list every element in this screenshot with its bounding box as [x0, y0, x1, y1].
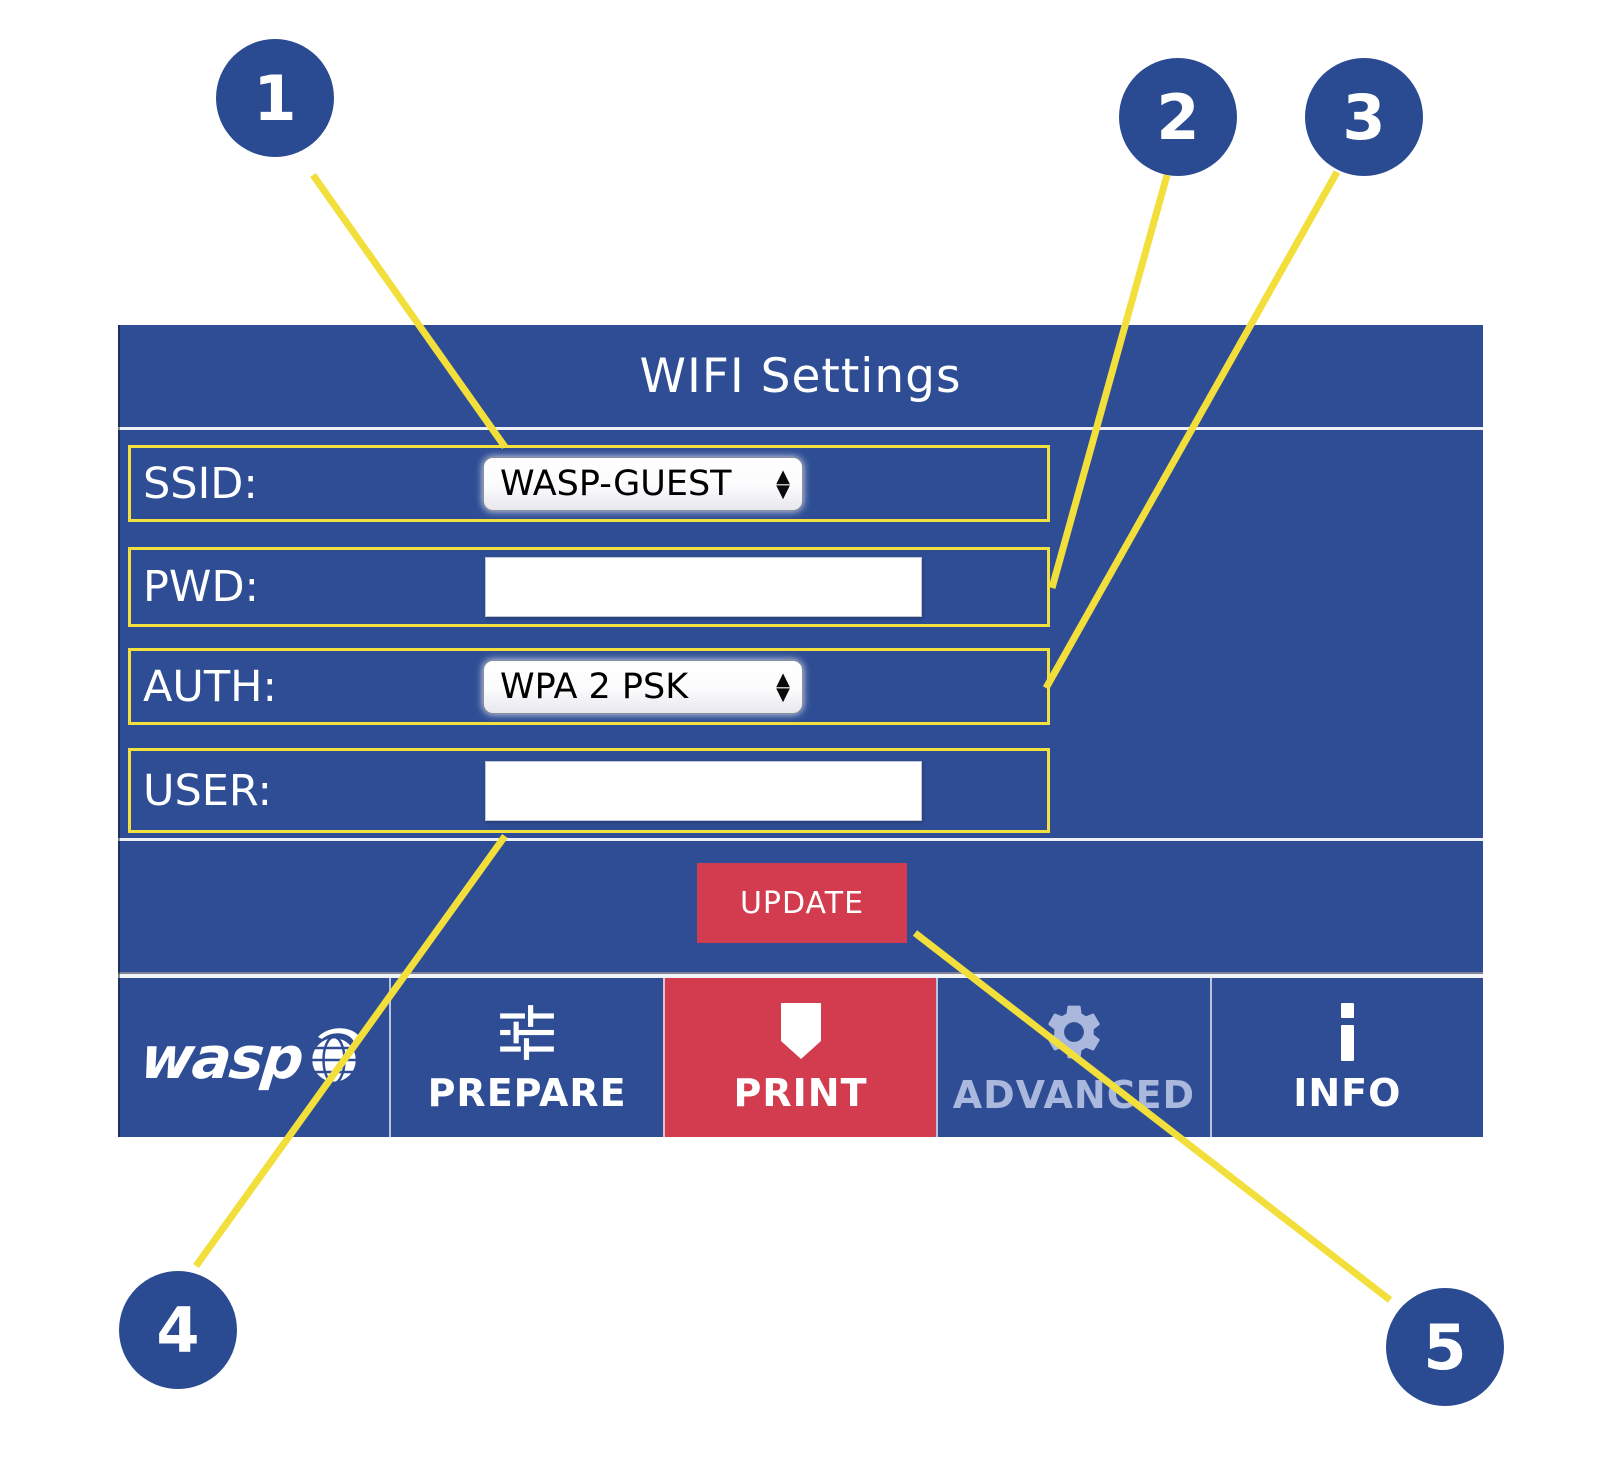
callout-1-number: 1: [253, 61, 297, 135]
callout-2-number: 2: [1156, 80, 1200, 154]
ssid-select-value: WASP-GUEST: [500, 463, 732, 504]
user-input[interactable]: [485, 760, 922, 821]
bottom-nav: wasp: [118, 978, 1483, 1137]
tab-info-label: INFO: [1293, 1070, 1402, 1115]
tab-prepare-label: PREPARE: [427, 1070, 627, 1115]
info-icon: [1315, 1001, 1379, 1067]
callout-4: 4: [119, 1271, 237, 1389]
update-button[interactable]: UPDATE: [697, 863, 907, 943]
callout-5-number: 5: [1423, 1310, 1467, 1384]
tab-advanced[interactable]: ADVANCED: [936, 978, 1209, 1137]
auth-row: AUTH: WPA 2 PSK ▲▼: [128, 648, 1050, 725]
callout-4-number: 4: [156, 1293, 200, 1367]
section-divider: [118, 838, 1483, 841]
auth-select-value: WPA 2 PSK: [500, 666, 689, 707]
ssid-row: SSID: WASP-GUEST ▲▼: [128, 445, 1050, 522]
user-row: USER:: [128, 748, 1050, 833]
tab-advanced-label: ADVANCED: [952, 1072, 1196, 1117]
print-head-icon: [775, 1001, 827, 1067]
gear-icon: [1041, 999, 1107, 1069]
select-arrows-icon: ▲▼: [776, 465, 790, 502]
callout-2: 2: [1119, 58, 1237, 176]
select-arrows-icon: ▲▼: [776, 668, 790, 705]
auth-label: AUTH:: [143, 661, 277, 712]
user-label: USER:: [143, 765, 272, 816]
nav-brand: wasp: [118, 978, 389, 1137]
auth-select[interactable]: WPA 2 PSK ▲▼: [483, 659, 803, 714]
ssid-label: SSID:: [143, 458, 258, 509]
tab-print-label: PRINT: [733, 1070, 868, 1115]
wifi-settings-panel: WIFI Settings SSID: WASP-GUEST ▲▼ PWD: A…: [118, 325, 1483, 1137]
pwd-input[interactable]: [485, 557, 922, 617]
callout-3-number: 3: [1342, 80, 1386, 154]
nav-divider: [118, 972, 1483, 978]
sliders-icon: [496, 1001, 558, 1067]
pwd-label: PWD:: [143, 562, 260, 612]
tab-print[interactable]: PRINT: [662, 978, 937, 1137]
callout-1: 1: [216, 39, 334, 157]
callout-3: 3: [1305, 58, 1423, 176]
page-title: WIFI Settings: [118, 325, 1483, 430]
ssid-select[interactable]: WASP-GUEST ▲▼: [483, 456, 803, 511]
tab-prepare[interactable]: PREPARE: [389, 978, 662, 1137]
callout-5: 5: [1386, 1288, 1504, 1406]
globe-icon: [304, 1025, 366, 1091]
tab-info[interactable]: INFO: [1209, 978, 1483, 1137]
wasp-logo: wasp: [137, 1023, 306, 1092]
pwd-row: PWD:: [128, 547, 1050, 627]
